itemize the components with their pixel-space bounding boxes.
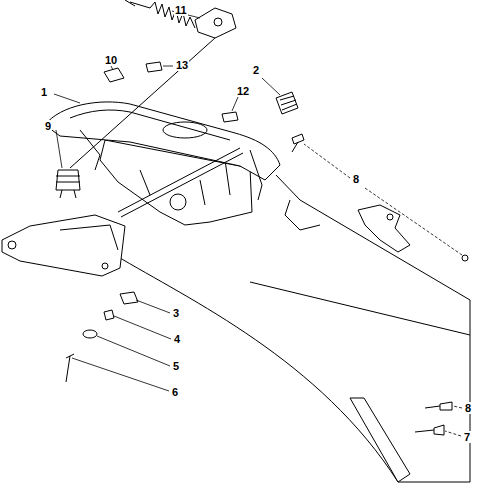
leader-line bbox=[163, 66, 173, 67]
arm-hole bbox=[102, 263, 108, 269]
callout-number: 5 bbox=[172, 360, 180, 372]
screw bbox=[415, 425, 444, 435]
console-hole bbox=[170, 194, 186, 210]
console-flange bbox=[80, 130, 262, 200]
panel-rib bbox=[285, 200, 320, 230]
left-arm bbox=[2, 215, 125, 276]
leader-line bbox=[445, 431, 461, 436]
callout-number: 13 bbox=[175, 59, 189, 71]
callout-number: 3 bbox=[172, 307, 180, 319]
leader-line bbox=[111, 66, 113, 70]
leader-line bbox=[97, 336, 170, 366]
trim-strip bbox=[350, 398, 410, 482]
cap-ribs bbox=[280, 96, 297, 110]
knob-ribs bbox=[56, 176, 80, 198]
leader-line bbox=[453, 406, 462, 408]
panel-edge bbox=[250, 282, 470, 335]
callout-number: 12 bbox=[236, 85, 250, 97]
leader-line bbox=[136, 300, 170, 313]
callout-number: 10 bbox=[104, 54, 118, 66]
screw bbox=[292, 134, 304, 152]
plate bbox=[104, 68, 124, 82]
nut bbox=[104, 310, 114, 320]
leader-line bbox=[232, 97, 238, 111]
decal bbox=[146, 62, 162, 72]
callout-number: 8 bbox=[464, 402, 472, 414]
hood-panel bbox=[115, 175, 470, 482]
callout-number: 6 bbox=[171, 386, 179, 398]
rivet bbox=[462, 255, 468, 261]
cap bbox=[276, 92, 298, 114]
decal bbox=[222, 112, 238, 122]
choke-handle bbox=[195, 8, 236, 38]
console-edge bbox=[70, 110, 230, 140]
leader-line bbox=[56, 130, 62, 168]
callout-number: 8 bbox=[352, 173, 360, 185]
leader-line bbox=[262, 78, 280, 95]
arm-hole bbox=[8, 241, 16, 249]
handle-pin bbox=[214, 18, 222, 26]
callout-number: 1 bbox=[40, 86, 48, 98]
callout-number: 7 bbox=[463, 431, 471, 443]
leader-line bbox=[304, 144, 350, 178]
console-top bbox=[45, 102, 280, 180]
washer bbox=[83, 330, 97, 338]
knob bbox=[56, 170, 80, 190]
leader-line bbox=[54, 94, 80, 103]
callout-number: 9 bbox=[44, 120, 52, 132]
arm-edge bbox=[60, 225, 118, 250]
callout-number: 11 bbox=[174, 4, 188, 16]
console-opening bbox=[163, 122, 207, 138]
shaft bbox=[118, 148, 243, 217]
callout-number: 2 bbox=[252, 64, 260, 76]
leader-lines bbox=[54, 11, 462, 436]
screw bbox=[425, 402, 452, 410]
leader-line bbox=[72, 358, 169, 391]
cable-end bbox=[125, 0, 150, 8]
bracket-hole bbox=[387, 214, 393, 220]
clip bbox=[120, 292, 138, 304]
bracket bbox=[358, 205, 410, 252]
cable bbox=[70, 38, 215, 168]
leader-line bbox=[114, 316, 171, 339]
callout-number: 4 bbox=[173, 333, 181, 345]
leader-line bbox=[365, 188, 462, 255]
